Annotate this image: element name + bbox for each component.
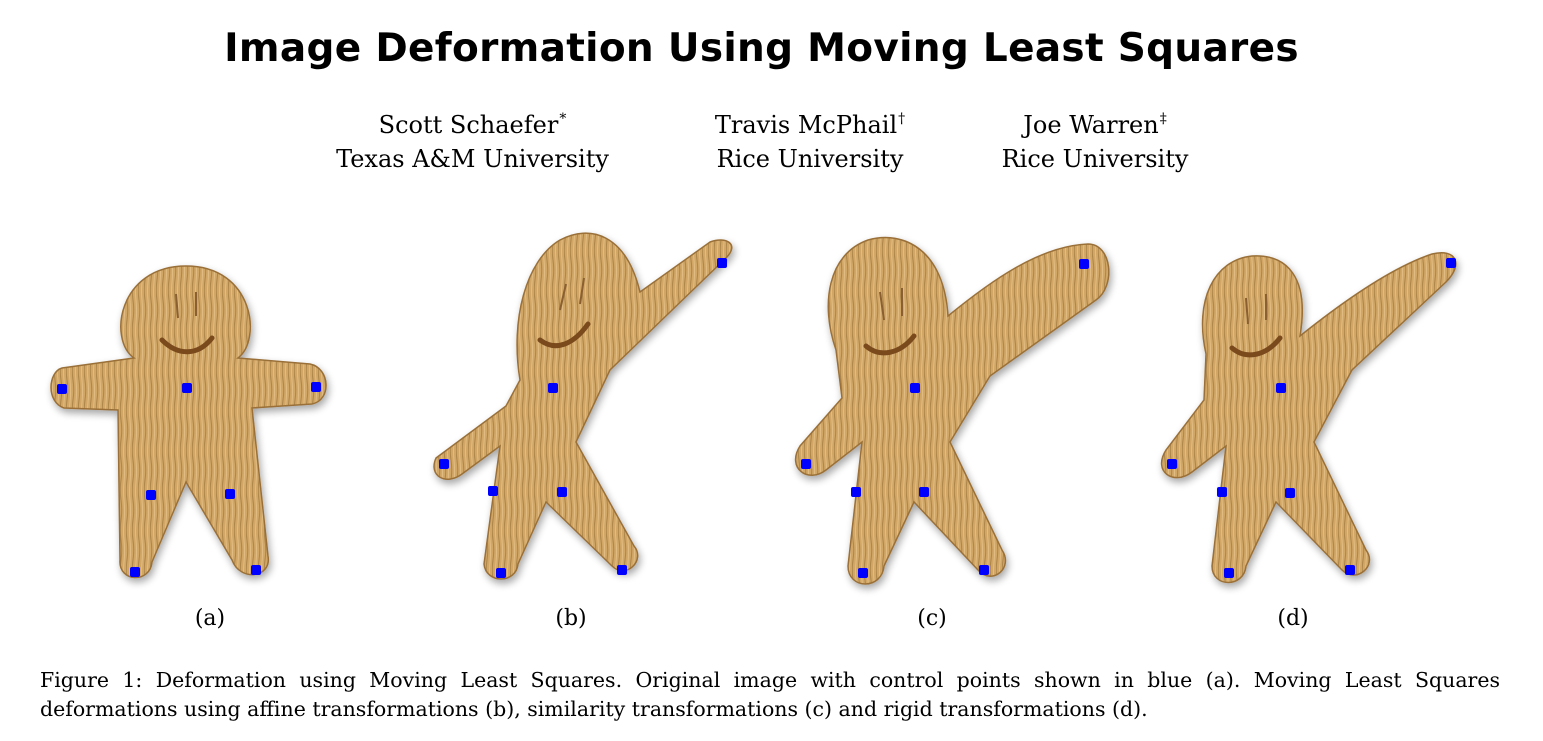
control-point (1446, 258, 1456, 268)
gingerbread-figure-a (50, 265, 327, 579)
control-point (1285, 488, 1295, 498)
author-block-2: Travis McPhail† Rice University (695, 102, 925, 176)
control-point (1217, 487, 1227, 497)
subfigure-label-a: (a) (194, 606, 226, 631)
gingerbread-figure-d (1160, 252, 1457, 584)
control-point (488, 486, 498, 496)
gingerbread-figure-b (433, 232, 733, 580)
control-point (717, 258, 727, 268)
control-point (311, 382, 321, 392)
subfigure-label-b: (b) (555, 606, 587, 631)
control-point (851, 487, 861, 497)
deformation-figure (50, 232, 1457, 585)
subfigure-label-c: (c) (917, 606, 947, 631)
control-point (548, 383, 558, 393)
control-point (130, 567, 140, 577)
control-point (557, 487, 567, 497)
paper-title: Image Deformation Using Moving Least Squ… (224, 26, 1299, 71)
author-footnote-mark: † (898, 111, 906, 127)
control-point (617, 565, 627, 575)
control-point (439, 459, 449, 469)
control-point (57, 384, 67, 394)
control-point (225, 489, 235, 499)
author-block-1: Scott Schaefer* Texas A&M University (330, 102, 615, 176)
figure-caption: Figure 1: Deformation using Moving Least… (40, 668, 1500, 721)
control-point (919, 487, 929, 497)
control-point (1167, 459, 1177, 469)
control-point (979, 565, 989, 575)
gingerbread-figure-c (794, 236, 1110, 585)
control-point (1345, 565, 1355, 575)
author-affiliation: Rice University (1001, 145, 1189, 173)
author-name-wrap: Travis McPhail† (695, 102, 925, 142)
author-block-3: Joe Warren‡ Rice University (985, 102, 1205, 176)
author-name: Joe Warren (1023, 111, 1159, 139)
author-affiliation: Texas A&M University (336, 145, 609, 173)
control-points (57, 258, 1456, 578)
author-name: Scott Schaefer (378, 111, 559, 139)
author-affiliation: Rice University (716, 145, 904, 173)
subfigure-label-d: (d) (1277, 606, 1309, 631)
author-name-wrap: Scott Schaefer* (330, 102, 615, 142)
control-point (182, 383, 192, 393)
author-name: Travis McPhail (714, 111, 898, 139)
author-name-wrap: Joe Warren‡ (985, 102, 1205, 142)
control-point (801, 459, 811, 469)
control-point (496, 568, 506, 578)
control-point (251, 565, 261, 575)
control-point (146, 490, 156, 500)
control-point (858, 568, 868, 578)
author-footnote-mark: ‡ (1159, 111, 1167, 127)
control-point (1079, 259, 1089, 269)
control-point (1276, 383, 1286, 393)
author-footnote-mark: * (559, 111, 567, 127)
control-point (910, 383, 920, 393)
control-point (1224, 568, 1234, 578)
